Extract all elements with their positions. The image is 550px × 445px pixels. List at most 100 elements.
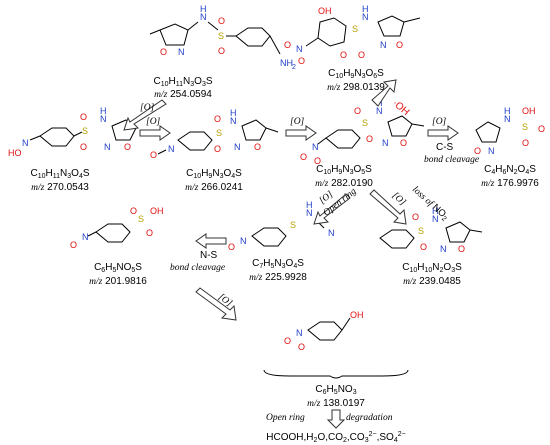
atom-o: O: [340, 50, 347, 60]
atom-h: H: [200, 4, 207, 14]
mz-c270: m/z 270.0543: [31, 182, 89, 193]
arrow-c270-to-c266: [O]: [139, 117, 171, 141]
formula-smx: C10​H11​N3​O3​S: [153, 76, 212, 88]
atom-n: N: [234, 142, 241, 152]
atom-n: N: [296, 328, 303, 338]
atom-o: O: [522, 138, 529, 148]
mz-c177: m/z 176.9976: [481, 178, 539, 189]
formula-c282: C10​H9​N3​O5​S: [316, 164, 372, 176]
atom-o: O: [214, 114, 221, 124]
atom-n: N: [104, 142, 111, 152]
final-products: HCOOH,H2​O,CO2​,CO3​2−​,SO4​2−​: [266, 431, 405, 444]
atom-o: O: [538, 124, 545, 134]
atom-o: O: [228, 242, 235, 252]
brace: [263, 369, 409, 379]
arrow-label: [O]: [290, 117, 305, 127]
atom-n: N: [168, 144, 175, 154]
atom-ho: HO: [8, 148, 22, 158]
atom-nh2: NH: [280, 58, 293, 68]
arrow-label: degradation: [346, 413, 393, 423]
atom-n: N: [240, 236, 247, 246]
atom-h: H: [306, 200, 313, 210]
arrow-label: bond cleavage: [424, 155, 479, 165]
atom-o: O: [396, 40, 403, 50]
structure-c202: O N S OH O O: [70, 206, 164, 250]
arrow-c282-to-c177: [O] C-S bond cleavage: [424, 117, 479, 165]
formula-c270: C10​H11​N3​O4​S: [30, 168, 89, 180]
formula-c202: C6​H5​NO5​S: [94, 262, 142, 274]
structure-c270: HO N S O O N H N O: [8, 106, 137, 158]
atom-s: S: [216, 128, 222, 138]
structure-smx: N O N H S O O NH 2: [149, 4, 296, 71]
atom-n: N: [328, 228, 335, 238]
formula-c266: C10​H9​N3​O4​S: [186, 168, 242, 180]
arrow-c282-to-c226: [O] Open ring: [313, 186, 359, 225]
atom-oh: OH: [522, 106, 536, 116]
atom-h: H: [230, 108, 237, 118]
atom-o: O: [130, 206, 137, 216]
atom-n: N: [362, 12, 369, 22]
arrow-c138-to-products: Open ring degradation: [266, 409, 393, 429]
structure-c239: S O O N H N O: [379, 206, 483, 254]
formula-c138: C6​H5​NO3​: [315, 384, 356, 396]
formula-c226: C7​H5​N3​O4​S: [252, 258, 304, 270]
arrow-label: [O]: [140, 103, 155, 113]
atom-n: N: [100, 114, 107, 124]
atom-o: O: [300, 152, 307, 162]
atom-o: O: [214, 144, 221, 154]
formula-c239: C10​H10​N2​O3​S: [402, 262, 462, 274]
atom-o: O: [354, 106, 361, 116]
formula-c298: C10​H9​N3​O6​S: [328, 68, 384, 80]
atom-n: N: [22, 138, 29, 148]
atom-n: N: [380, 40, 387, 50]
atom-n: N: [432, 214, 439, 224]
atom-s: S: [218, 31, 224, 41]
structure-c298: OH S O O N H N O N O O: [284, 4, 421, 66]
atom-o: O: [314, 156, 321, 166]
atom-s: S: [522, 122, 528, 132]
atom-o: O: [218, 16, 225, 26]
atom-o: O: [474, 146, 481, 156]
arrow-label: C-S: [436, 142, 454, 153]
atom-o: O: [358, 50, 365, 60]
atom-o: O: [80, 142, 87, 152]
arrow-label: [O]: [146, 117, 161, 127]
atom-o: O: [298, 342, 305, 352]
atom-oh: OH: [350, 310, 364, 320]
mz-c266: m/z 266.0241: [185, 182, 243, 193]
atom-h: H: [504, 106, 511, 116]
atom-n: N: [440, 244, 447, 254]
mz-c298: m/z 298.0139: [327, 82, 385, 93]
atom-o: O: [420, 242, 427, 252]
atom-n: N: [382, 138, 389, 148]
atom-oh: OH: [150, 206, 164, 216]
mz-c202: m/z 201.9816: [89, 276, 147, 287]
atom-o: O: [146, 228, 153, 238]
arrow-smx-to-c270: [O]: [123, 99, 167, 131]
atom-o: O: [400, 138, 407, 148]
atom-o: O: [160, 47, 167, 57]
atom-sub: 2: [292, 64, 296, 71]
atom-n: N: [488, 146, 495, 156]
arrow-c202-to-c138: [O]: [195, 287, 237, 321]
atom-n: N: [82, 232, 89, 242]
atom-n: N: [200, 12, 207, 22]
atom-o: O: [284, 336, 291, 346]
atom-n: N: [178, 47, 185, 57]
atom-oh: OH: [318, 6, 332, 16]
atom-o: O: [284, 40, 291, 50]
atom-n: N: [296, 44, 303, 54]
atom-s: S: [418, 226, 424, 236]
mz-c282: m/z 282.0190: [315, 178, 373, 189]
atom-n: N: [306, 208, 313, 218]
arrow-c226-to-c202: N-S bond cleavage: [170, 233, 227, 273]
arrow-c282-to-c239: [O] loss of NO2: [369, 184, 448, 225]
structure-c266: O N S O O N H N O: [150, 108, 279, 160]
atom-o: O: [458, 244, 465, 254]
arrow-c266-to-c282: [O]: [285, 117, 317, 141]
atom-o: O: [412, 212, 419, 222]
atom-h: H: [362, 4, 369, 14]
atom-o: O: [80, 112, 87, 122]
